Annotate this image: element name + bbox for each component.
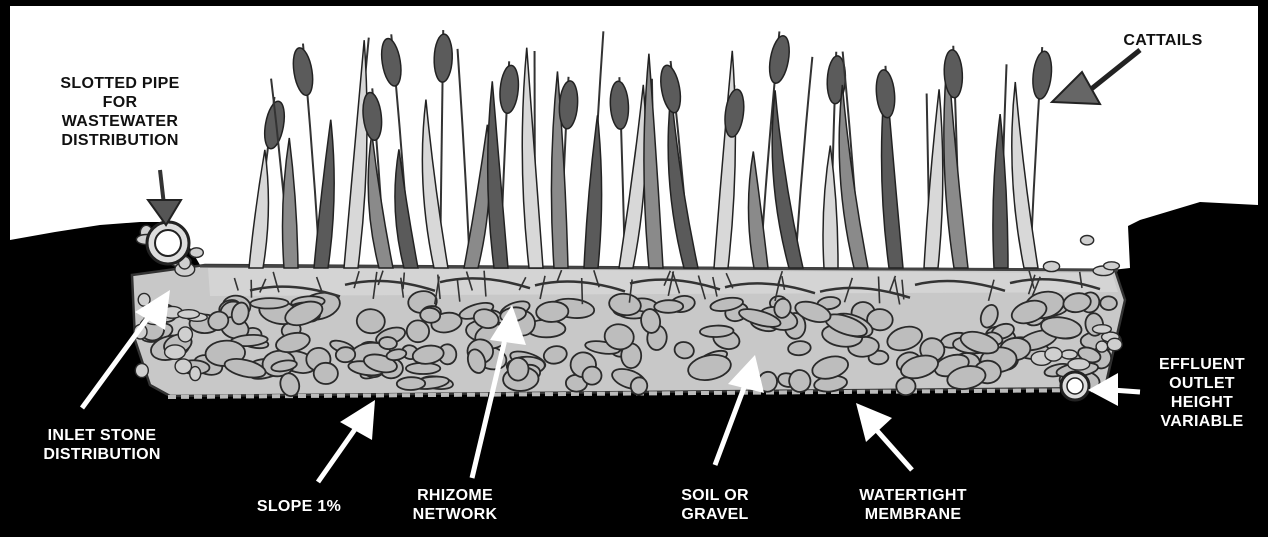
stone <box>507 357 529 381</box>
stone <box>175 359 191 374</box>
slope-label: SLOPE 1% <box>244 497 354 516</box>
stone <box>536 301 569 323</box>
membrane-arrow <box>856 403 912 470</box>
stone <box>1043 261 1059 271</box>
root <box>582 278 583 304</box>
soil-label: SOIL OR GRAVEL <box>660 486 770 524</box>
inlet-stone-label: INLET STONE DISTRIBUTION <box>22 426 182 464</box>
stone <box>1104 262 1120 270</box>
inlet-pipe <box>147 222 189 264</box>
cattails-label: CATTAILS <box>1108 31 1218 50</box>
stone <box>407 320 429 342</box>
stone <box>582 366 602 385</box>
stone <box>178 310 200 319</box>
stone <box>896 377 916 395</box>
stone <box>1081 236 1094 245</box>
stone <box>1068 359 1090 371</box>
stone <box>397 377 426 390</box>
stone <box>1107 338 1122 350</box>
stone <box>654 300 683 313</box>
stone <box>165 345 186 359</box>
stone <box>356 308 386 334</box>
outlet-pipe <box>1061 372 1089 400</box>
stone <box>700 325 734 338</box>
stone <box>1093 325 1112 334</box>
stone <box>314 363 339 385</box>
stone <box>1061 350 1077 359</box>
stone <box>335 347 355 363</box>
stone <box>135 364 148 378</box>
stone <box>178 327 192 342</box>
membrane-label: WATERTIGHT MEMBRANE <box>838 486 988 524</box>
stone <box>1045 348 1062 362</box>
stone <box>379 336 398 350</box>
effluent-label: EFFLUENT OUTLET HEIGHT VARIABLE <box>1138 355 1266 431</box>
slope-arrow <box>318 400 375 482</box>
rhizome-label: RHIZOME NETWORK <box>400 486 510 524</box>
stone <box>190 367 201 381</box>
stone <box>250 298 288 309</box>
stone <box>190 248 204 258</box>
stone <box>1100 296 1117 310</box>
slotted-pipe-label: SLOTTED PIPE FOR WASTEWATER DISTRIBUTION <box>40 74 200 150</box>
root <box>879 277 880 304</box>
stone <box>1096 341 1108 352</box>
